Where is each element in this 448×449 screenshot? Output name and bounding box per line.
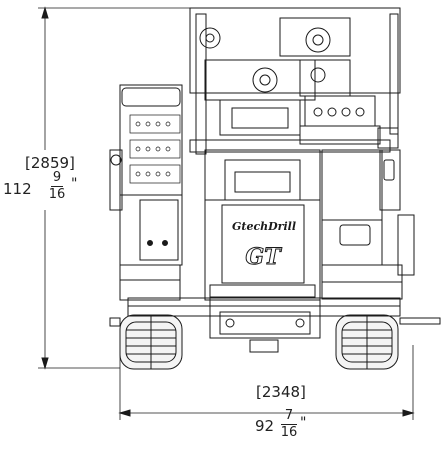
gtechdrill-logo: GtechDrill — [231, 220, 297, 233]
height-inch-whole: 112 — [3, 180, 32, 198]
center-frame — [189, 139, 391, 301]
width-inch-denominator: 16 — [280, 425, 298, 440]
height-dimension-lines — [38, 6, 205, 370]
height-inch-unit: " — [71, 176, 78, 192]
left-engine-module — [109, 84, 183, 301]
height-mm-value: [2859] — [25, 154, 75, 172]
mast-top-assembly — [189, 7, 401, 155]
undercarriage — [127, 297, 441, 353]
gt-badge: GT — [245, 244, 281, 271]
width-inch-numerator: 7 — [284, 408, 294, 423]
height-inch-numerator: 9 — [52, 170, 62, 185]
width-fraction-bar — [281, 424, 297, 425]
height-inch-denominator: 16 — [48, 187, 66, 202]
width-inch-unit: " — [300, 415, 307, 431]
right-track — [335, 314, 399, 370]
height-fraction-bar — [51, 186, 63, 187]
width-mm-value: [2348] — [256, 383, 306, 401]
width-inch-whole: 92 — [255, 417, 275, 435]
left-track — [109, 314, 183, 370]
width-dimension-lines — [118, 345, 415, 420]
right-tank-module — [321, 149, 415, 300]
